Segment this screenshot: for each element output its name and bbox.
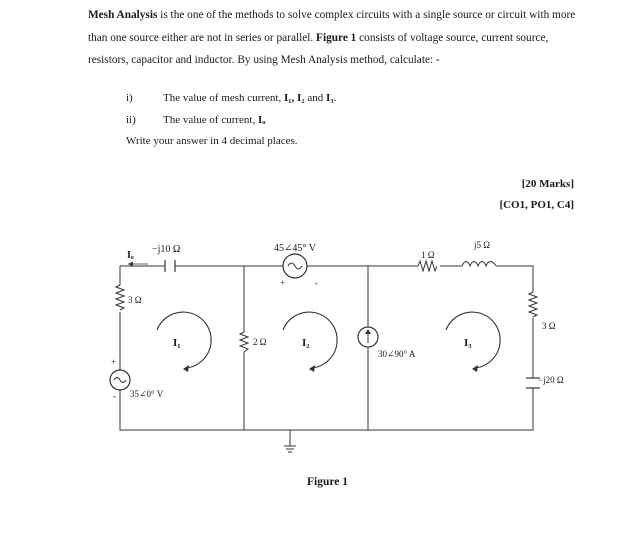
question-2-current: Iₒ bbox=[257, 114, 266, 126]
resistor-icon bbox=[417, 259, 438, 273]
question-1: i) The value of mesh current, I₁, I₂ and… bbox=[126, 92, 336, 104]
capacitor-right-icon bbox=[526, 377, 540, 389]
mesh-2-label: I₂ bbox=[302, 337, 310, 349]
question-2-text: The value of current, bbox=[163, 114, 258, 126]
cap1-label: −j10 Ω bbox=[152, 244, 180, 255]
isrc-label: 30∠90° A bbox=[378, 349, 416, 359]
intro-term: Mesh Analysis bbox=[88, 9, 158, 21]
r-mid-label: 2 Ω bbox=[253, 337, 267, 347]
question-1-end: . bbox=[333, 92, 337, 104]
intro-figure-ref: Figure 1 bbox=[316, 31, 357, 44]
marks-label: [20 Marks] bbox=[521, 178, 574, 190]
l1-label: j5 Ω bbox=[473, 240, 490, 250]
vsrc2-plus: + bbox=[111, 357, 116, 367]
ac-voltage-source-icon bbox=[282, 253, 308, 279]
resistor-right-icon bbox=[527, 291, 539, 318]
question-2: ii) The value of current, Iₒ bbox=[126, 114, 265, 126]
question-1-currents: I₁, I₂ bbox=[283, 92, 305, 104]
ground-icon bbox=[284, 430, 296, 453]
question-1-current-3: I₃ bbox=[326, 92, 334, 104]
question-1-text: The value of mesh current, bbox=[163, 92, 284, 104]
cap2-label: −j20 Ω bbox=[538, 375, 564, 385]
resistor-middle-icon bbox=[238, 331, 250, 353]
top-wire bbox=[120, 265, 534, 292]
vsrc1-label: 45∠45° V bbox=[274, 243, 317, 254]
intro-text-2: consists of voltage source, current sour… bbox=[88, 31, 549, 67]
question-1-number: i) bbox=[126, 92, 133, 104]
mesh-2-arrow-icon bbox=[282, 311, 338, 369]
resistor-left-icon bbox=[114, 284, 126, 311]
co-label: [CO1, PO1, C4] bbox=[499, 199, 574, 211]
vsrc1-plus: + bbox=[280, 278, 285, 288]
inductor-icon bbox=[461, 261, 497, 268]
capacitor-icon bbox=[164, 260, 176, 272]
r-right-label: 3 Ω bbox=[542, 321, 556, 331]
mesh-1-arrow-icon bbox=[156, 311, 212, 369]
mesh-3-label: I₃ bbox=[464, 337, 472, 349]
r-left-label: 3 Ω bbox=[128, 295, 142, 305]
bottom-wire bbox=[119, 266, 534, 431]
figure-caption: Figure 1 bbox=[307, 476, 348, 488]
io-arrow-icon bbox=[128, 261, 148, 267]
intro-text-1: is the one of the methods to solve compl… bbox=[88, 9, 576, 44]
mesh-3-arrow-icon bbox=[445, 311, 501, 369]
mesh-1-label: I₁ bbox=[173, 337, 181, 349]
question-1-and: and bbox=[304, 92, 327, 104]
vsrc2-minus: - bbox=[113, 391, 116, 401]
vsrc1-minus: - bbox=[315, 278, 318, 288]
current-source-icon bbox=[357, 326, 379, 348]
io-label: Iₒ bbox=[127, 250, 134, 261]
vsrc2-label: 35∠0° V bbox=[130, 389, 164, 399]
question-2-number: ii) bbox=[126, 114, 136, 126]
ac-voltage-source-left-icon bbox=[109, 369, 131, 391]
problem-intro: Mesh Analysis is the one of the methods … bbox=[88, 4, 588, 72]
instruction: Write your answer in 4 decimal places. bbox=[126, 135, 298, 147]
r1-label: 1 Ω bbox=[421, 250, 435, 260]
